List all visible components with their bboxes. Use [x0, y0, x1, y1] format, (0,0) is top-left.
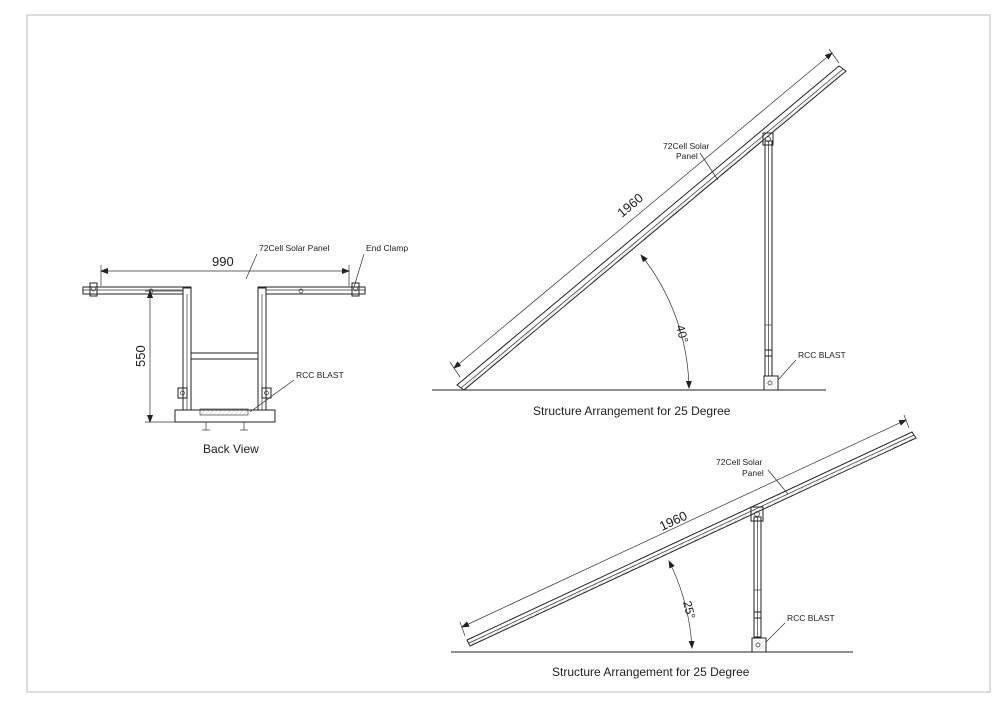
width-dimension-value: 990	[212, 254, 234, 269]
sheet-border	[26, 14, 991, 693]
solar-panel-top	[456, 65, 847, 391]
bottom-panel-label-line2: Panel	[742, 468, 764, 478]
angle-arc-top	[640, 254, 692, 389]
back-view: 990 72Cell Solar Panel End Clamp	[82, 243, 408, 456]
side-view-bottom: 1960 72Cell Solar Panel 25° RCC BLAST St…	[451, 414, 917, 679]
top-panel-label-line2: Panel	[676, 151, 698, 161]
length-dimension-line-bottom	[461, 419, 907, 628]
base-bracket-bottom	[751, 637, 767, 653]
angle-arc-bottom	[668, 560, 695, 649]
end-clamp-right	[351, 282, 360, 297]
top-caption: Structure Arrangement for 25 Degree	[533, 404, 731, 418]
top-rcc-label: RCC BLAST	[798, 350, 846, 360]
bottom-panel-label-line1: 72Cell Solar	[716, 457, 762, 467]
length-dimension-value-bottom: 1960	[657, 508, 690, 534]
bottom-rcc-label: RCC BLAST	[787, 613, 835, 623]
length-dimension-line-top	[453, 52, 833, 369]
side-view-top: 1960 72Cell Solar Panel 40° RCC BLAST St…	[432, 48, 847, 418]
end-clamp-label: End Clamp	[366, 243, 408, 253]
back-panel-label: 72Cell Solar Panel	[259, 243, 330, 253]
back-view-title: Back View	[203, 442, 259, 456]
rcc-block-back	[199, 408, 249, 416]
cross-brace	[190, 352, 259, 360]
angle-value-top: 40°	[673, 323, 691, 344]
bottom-caption: Structure Arrangement for 25 Degree	[552, 665, 750, 679]
rail-left	[82, 286, 192, 295]
angle-value-bottom: 25°	[680, 599, 698, 620]
base-bracket-top	[763, 375, 779, 391]
height-dimension-value: 550	[133, 345, 148, 367]
rail-right	[257, 286, 366, 295]
top-panel-label-line1: 72Cell Solar	[663, 141, 709, 151]
end-clamp-left	[89, 282, 98, 297]
back-rcc-label: RCC BLAST	[296, 370, 344, 380]
length-dimension-value-top: 1960	[614, 190, 646, 220]
